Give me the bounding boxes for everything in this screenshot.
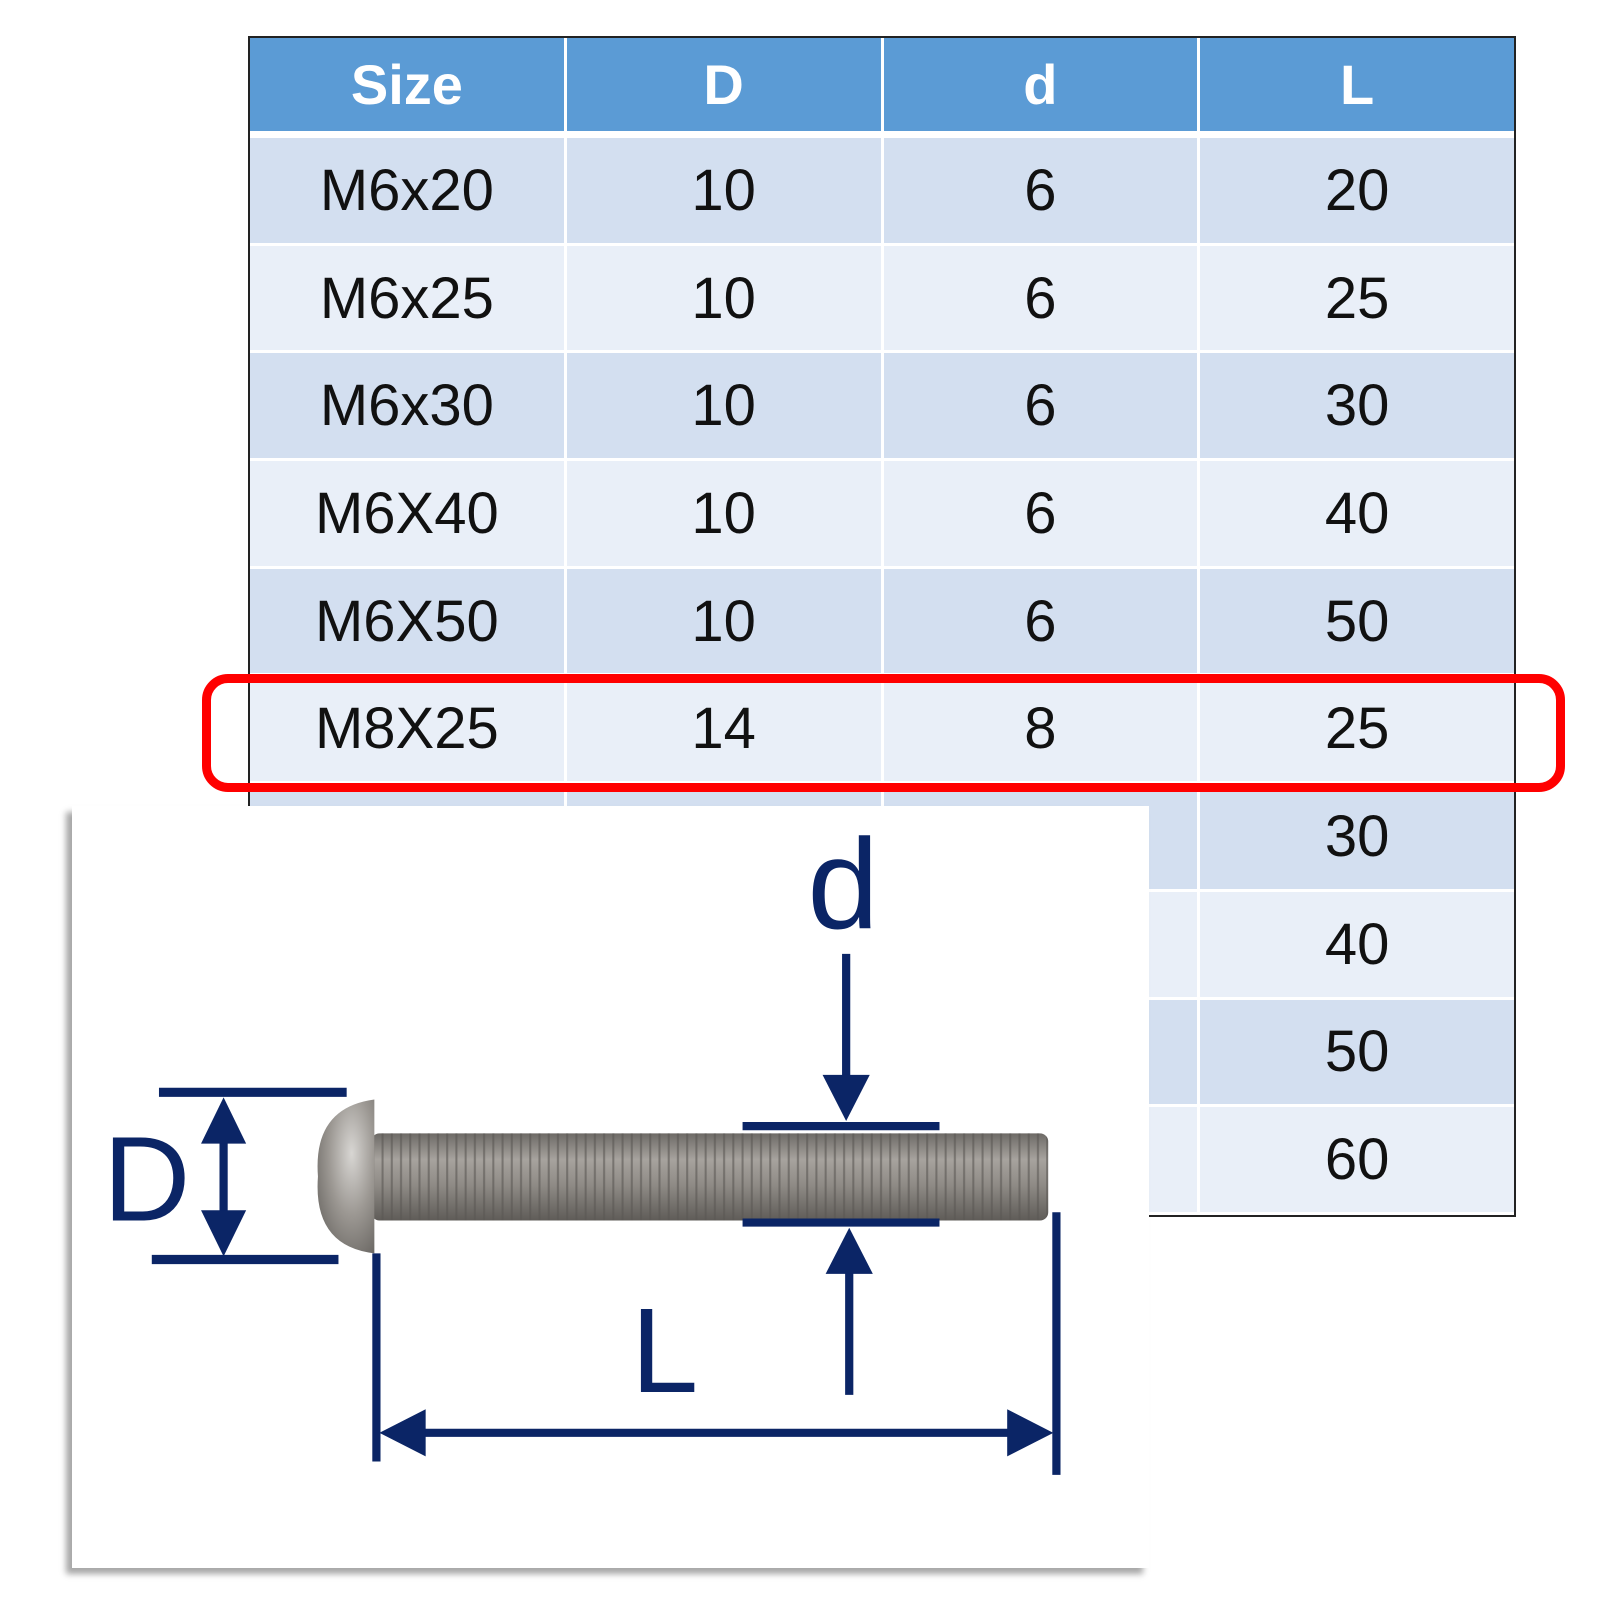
cell-thread-diameter: 6	[884, 245, 1201, 351]
cell-length: 50	[1324, 588, 1390, 654]
highlight-box	[202, 674, 1565, 792]
cell-thread-diameter: 6	[884, 461, 1201, 566]
cell-length: 30	[1324, 373, 1390, 439]
cell-length: 20	[1324, 157, 1390, 223]
cell-thread-diameter	[884, 999, 1201, 1105]
cell-thread-diameter: 6	[884, 138, 1201, 243]
header-size: Size	[250, 38, 567, 131]
cell-head-diameter: 10	[567, 461, 884, 566]
cell-size: M6x25	[250, 245, 567, 351]
label-head-diameter: D	[103, 1111, 190, 1247]
cell-head-diameter: 14	[567, 676, 884, 782]
dimension-lines	[151, 953, 1061, 1475]
cell-thread-diameter	[884, 784, 1201, 889]
cell-length: 25	[1324, 696, 1390, 762]
label-length: L	[631, 1282, 698, 1418]
header-length: L	[1340, 53, 1375, 116]
cell-length: 50	[1324, 1019, 1390, 1085]
cell-head-diameter: 10	[567, 138, 884, 243]
cell-size: M6x20	[250, 138, 567, 243]
cell-head-diameter: 10	[567, 245, 884, 351]
cell-thread-diameter: 8	[884, 676, 1201, 782]
cell-thread-diameter	[884, 891, 1201, 997]
cell-length: 40	[1324, 911, 1390, 977]
cell-size: M8X25	[250, 676, 567, 782]
screw-icon	[317, 1099, 1049, 1254]
cell-size: M6X50	[250, 568, 567, 674]
cell-length: 60	[1324, 1127, 1390, 1193]
cell-size: M6X40	[250, 461, 567, 566]
table-header: Size D d L	[250, 38, 1514, 138]
cell-thread-diameter	[884, 1107, 1201, 1212]
cell-size: M6x30	[250, 353, 567, 459]
cell-thread-diameter: 6	[884, 568, 1201, 674]
cell-head-diameter: 10	[567, 568, 884, 674]
header-head-diameter: D	[567, 38, 884, 131]
label-thread-diameter: d	[807, 813, 878, 956]
cell-length: 25	[1324, 265, 1390, 331]
cell-thread-diameter: 6	[884, 353, 1201, 459]
cell-head-diameter: 10	[567, 353, 884, 459]
cell-length: 40	[1324, 480, 1390, 546]
cell-length: 30	[1324, 803, 1390, 869]
header-thread-diameter: d	[884, 38, 1201, 131]
